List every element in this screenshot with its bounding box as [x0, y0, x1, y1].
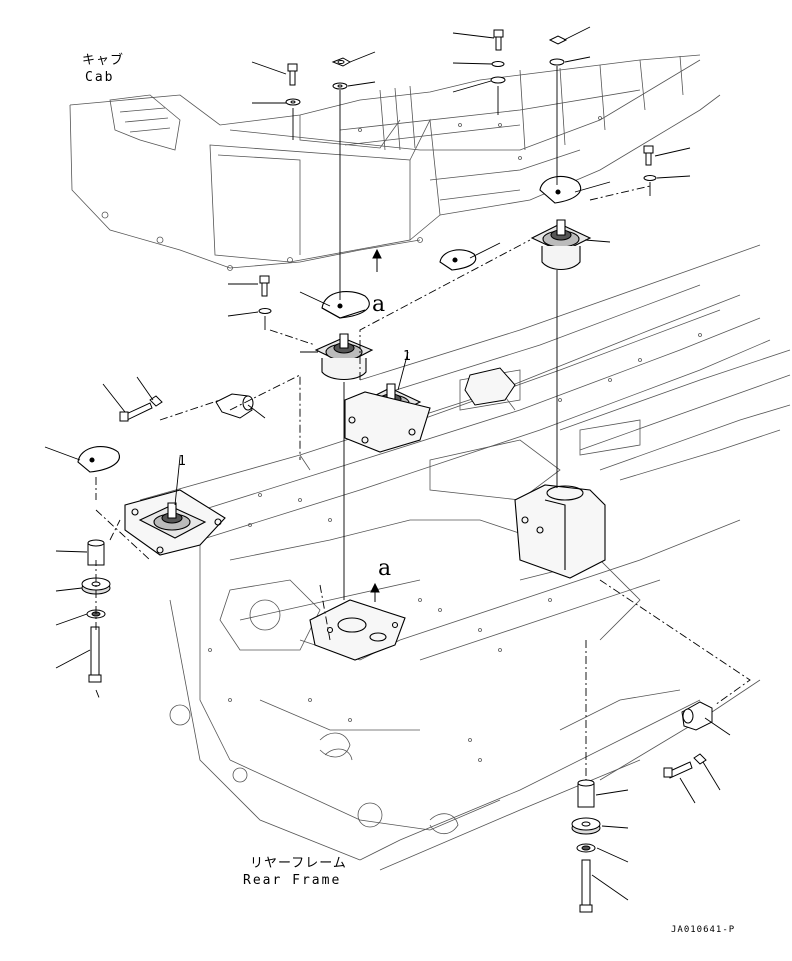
bolt-left-mid — [260, 276, 269, 296]
rear-frame-label-en: Rear Frame — [243, 873, 342, 888]
view-a-label-bottom: a — [378, 556, 392, 581]
cushion-left — [82, 578, 110, 594]
bushing-pin-left — [216, 394, 253, 418]
view-arrow-bottom — [371, 584, 379, 602]
washer-top-right-b — [491, 77, 505, 83]
cab-label-jp: キャブ — [82, 53, 125, 68]
stopper-plate-left-upper — [322, 292, 369, 318]
stopper-plate-right-upper — [540, 176, 581, 203]
washer-top-center — [333, 83, 347, 89]
bolt-right — [644, 146, 653, 165]
bolt-top-right — [494, 30, 503, 50]
frame-bracket-right — [515, 485, 605, 578]
long-bolt-right — [580, 860, 592, 912]
cab-body — [70, 55, 720, 271]
nut-top-right — [550, 36, 566, 44]
washer-right — [644, 176, 656, 181]
frame-bracket-upper-right — [465, 368, 515, 405]
long-bolt-left — [89, 627, 101, 682]
nut-left — [150, 396, 162, 406]
nut-right-lower — [694, 754, 706, 764]
leader-lines — [45, 27, 750, 900]
viscous-mount-left-upper — [316, 334, 372, 380]
frame-mount-pad — [310, 600, 405, 660]
bolt-right-lower — [664, 762, 692, 778]
washer-top-left — [286, 99, 300, 105]
rear-frame-label-jp: リヤーフレーム — [250, 856, 347, 871]
viscous-mount-center — [345, 384, 430, 452]
viscous-mount-left-lower — [125, 490, 225, 555]
washer-top-right-c — [550, 59, 564, 65]
stopper-plate-center — [440, 250, 476, 270]
washer-right-lower — [577, 844, 595, 852]
sleeve-right — [578, 780, 594, 807]
view-a-label-top: a — [372, 292, 386, 317]
bolt-top-left — [288, 64, 297, 85]
view-arrow-top — [373, 250, 381, 272]
pin-bolt-left — [120, 403, 152, 421]
washer-top-right-a — [492, 62, 504, 67]
nut-top-center — [333, 58, 350, 66]
item-number-1-left: 1 — [178, 454, 188, 469]
viscous-mount-right-upper — [532, 220, 590, 270]
item-number-1-right: 1 — [403, 349, 413, 364]
drawing-code: JA010641-P — [671, 925, 736, 935]
cushion-right — [572, 818, 600, 834]
rear-frame-body — [140, 245, 790, 870]
bushing-pin-right — [682, 702, 712, 730]
washer-left-mid — [259, 309, 271, 314]
cab-label-en: Cab — [85, 70, 115, 85]
stopper-plate-left-lower — [78, 447, 119, 472]
